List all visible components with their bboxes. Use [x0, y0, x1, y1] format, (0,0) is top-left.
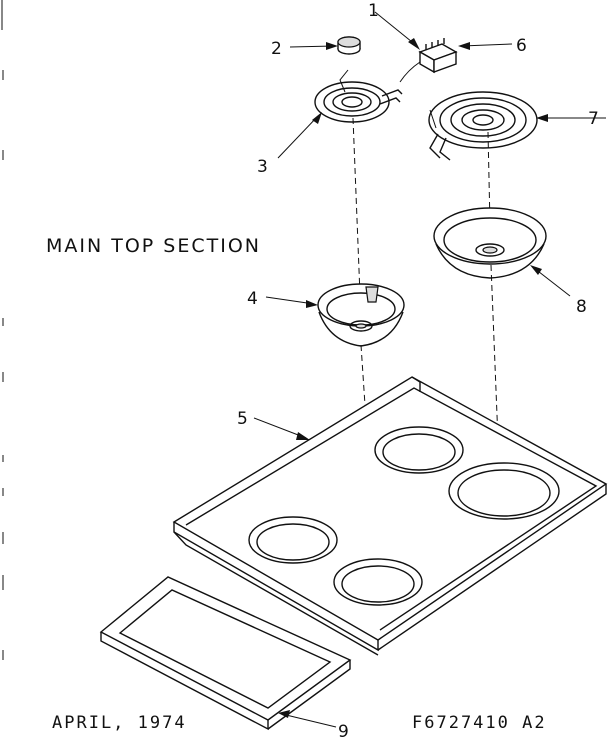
footer-date: APRIL, 1974: [52, 713, 187, 733]
burner-opening-rear-right: [448, 462, 560, 520]
large-drip-bowl: [433, 207, 547, 279]
callout-2: 2: [271, 39, 282, 59]
terminal-block: [399, 38, 458, 83]
burner-opening-front-left: [248, 516, 338, 564]
callout-8: 8: [576, 297, 587, 317]
burner-opening-rear-left: [374, 426, 464, 474]
scan-edge-marks: [1, 0, 4, 660]
large-surface-element: [428, 91, 538, 161]
callout-9: 9: [338, 722, 349, 739]
main-top-panel: [172, 376, 608, 656]
section-title: MAIN TOP SECTION: [46, 235, 261, 257]
trim-frame-tray: [99, 576, 352, 731]
burner-opening-front-right: [333, 558, 423, 606]
small-drip-bowl: [317, 283, 405, 347]
footer-part-number: F6727410 A2: [412, 713, 547, 733]
callout-leaders: [253, 11, 606, 728]
callout-4: 4: [247, 289, 258, 309]
callout-7: 7: [588, 109, 599, 129]
callout-labels: 1 2 3 4 5 6 7 8 9: [237, 1, 599, 739]
callout-3: 3: [257, 157, 268, 177]
element-receptacle-cap: [337, 36, 361, 55]
callout-1: 1: [368, 1, 379, 21]
callout-6: 6: [516, 36, 527, 56]
callout-5: 5: [237, 409, 248, 429]
small-surface-element: [314, 69, 403, 123]
